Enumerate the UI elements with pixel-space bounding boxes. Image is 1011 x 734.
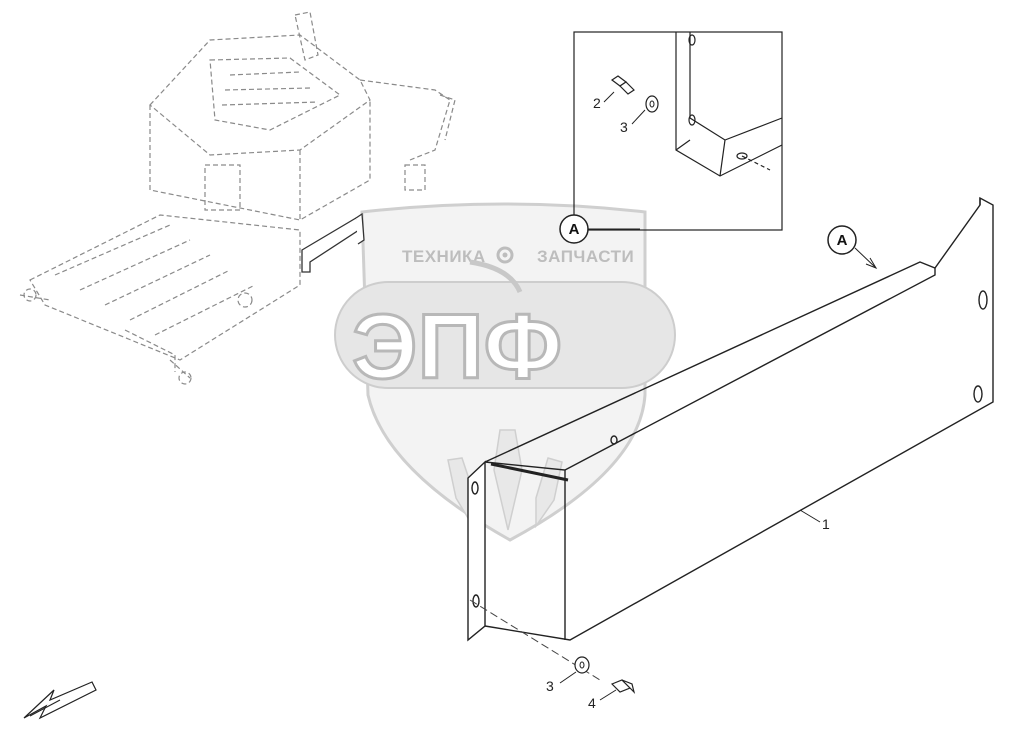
callout-4-bottom: 4	[588, 695, 596, 711]
direction-arrow-icon	[23, 681, 97, 720]
callout-3-bottom: 3	[546, 678, 554, 694]
mounted-bracket	[301, 212, 365, 273]
washer-icon	[574, 656, 590, 674]
detail-marker-inset: A	[559, 214, 640, 244]
watermark-main-text: ЭПФ	[352, 296, 562, 398]
callout-1: 1	[822, 516, 830, 532]
bolt-icon	[610, 75, 635, 95]
detail-inset-a: 2 3	[573, 31, 783, 231]
machine-outline	[19, 11, 456, 385]
watermark-text-left: ТЕХНИКА	[402, 247, 486, 266]
side-panel	[467, 196, 994, 642]
detail-marker-main: A	[827, 225, 878, 270]
callout-2-inset: 2	[593, 95, 601, 111]
gear-icon	[496, 246, 514, 264]
watermark-text-right: ЗАПЧАСТИ	[537, 247, 634, 266]
leader-1	[799, 509, 821, 523]
detail-letter-inset: A	[569, 221, 580, 238]
washer-icon	[645, 95, 659, 113]
callout-3-inset: 3	[620, 119, 628, 135]
detail-letter-main: A	[837, 232, 848, 249]
bolt-icon	[610, 679, 636, 694]
watermark-logo: ТЕХНИКА ЗАПЧАСТИ ЭПФ	[334, 202, 676, 542]
